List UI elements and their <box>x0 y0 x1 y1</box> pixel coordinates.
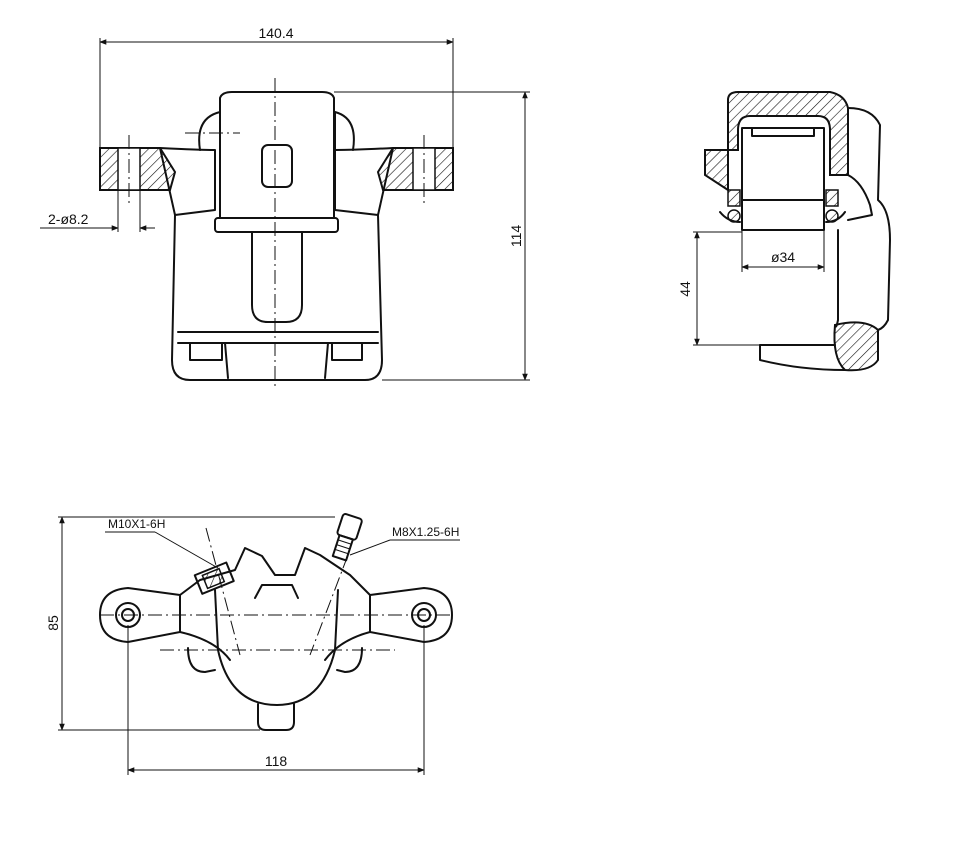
dim-height: 114 <box>508 225 524 248</box>
thread-left: M10X1-6H <box>108 517 165 531</box>
dim-holes: 2-ø8.2 <box>48 211 89 227</box>
dim-piston-depth: 44 <box>677 281 693 297</box>
plan-view: M10X1-6H M8X1.25-6H 85 118 <box>45 513 460 775</box>
dim-top-width: 140.4 <box>258 25 293 41</box>
finger-section <box>833 321 879 372</box>
seals <box>719 189 846 223</box>
dim-bottom-width: 118 <box>265 753 288 769</box>
dim-bore: ø34 <box>771 249 795 265</box>
front-view: 140.4 114 2 <box>40 25 530 390</box>
section-view: ø34 44 <box>677 91 891 372</box>
housing-section <box>704 91 849 192</box>
dim-bottom-height: 85 <box>45 615 61 631</box>
thread-right: M8X1.25-6H <box>392 525 459 539</box>
